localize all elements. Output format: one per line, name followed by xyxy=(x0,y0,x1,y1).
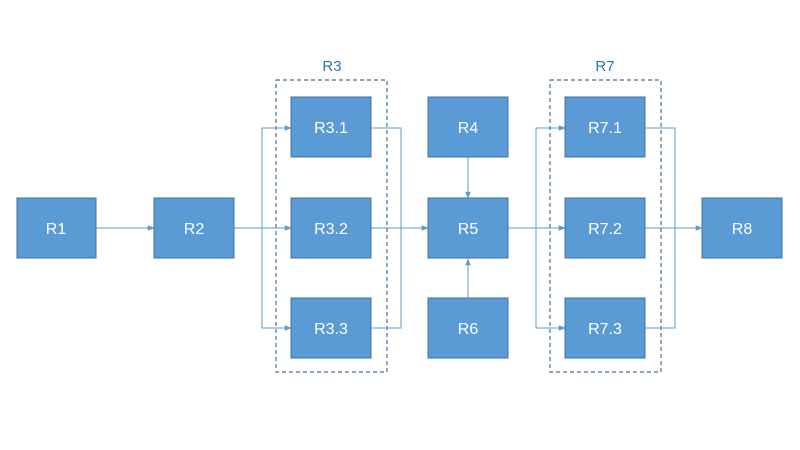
edge-r7-3-r8 xyxy=(645,228,676,329)
edge-r3-1-r5 xyxy=(371,127,402,228)
node-r7-2: R7.2 xyxy=(564,197,646,259)
node-r6-label: R6 xyxy=(458,321,479,338)
node-r3-3-box xyxy=(290,297,372,359)
node-r8-label: R8 xyxy=(732,221,753,238)
node-r2: R2 xyxy=(153,197,235,259)
group-r7-box xyxy=(549,79,662,373)
node-r6: R6 xyxy=(427,297,509,359)
edge-r3-3-r5 xyxy=(371,228,402,329)
node-r8-box xyxy=(701,197,783,259)
group-r7-label: R7 xyxy=(595,58,614,75)
group-r7: R7 xyxy=(549,58,662,373)
group-r3: R3 xyxy=(275,58,388,373)
node-r7-3: R7.3 xyxy=(564,297,646,359)
node-r4-label: R4 xyxy=(458,120,479,137)
node-r1-box xyxy=(16,197,97,259)
group-r3-box xyxy=(275,79,388,373)
node-r2-box xyxy=(153,197,235,259)
node-r6-box xyxy=(427,297,509,359)
node-r5: R5 xyxy=(427,197,509,259)
node-r7-1: R7.1 xyxy=(564,96,646,158)
node-r3-2: R3.2 xyxy=(290,197,372,259)
node-r7-2-label: R7.2 xyxy=(588,221,622,238)
node-r1-label: R1 xyxy=(46,221,67,238)
node-r3-1-box xyxy=(290,96,372,158)
edge-r5-r7-1 xyxy=(535,125,566,228)
node-r3-3: R3.3 xyxy=(290,297,372,359)
node-r3-2-box xyxy=(290,197,372,259)
node-r7-1-box xyxy=(564,96,646,158)
edge-r2-r3-3 xyxy=(261,228,292,331)
node-r5-label: R5 xyxy=(458,221,479,238)
node-r3-1: R3.1 xyxy=(290,96,372,158)
edge-r5-r7-3 xyxy=(535,228,566,331)
node-r7-2-box xyxy=(564,197,646,259)
node-r4-box xyxy=(427,96,509,158)
node-r7-1-label: R7.1 xyxy=(588,120,622,137)
node-r3-3-label: R3.3 xyxy=(314,321,348,338)
connectors xyxy=(96,125,703,331)
node-r2-label: R2 xyxy=(184,221,205,238)
node-r3-1-label: R3.1 xyxy=(314,120,348,137)
node-r7-3-box xyxy=(564,297,646,359)
node-r4: R4 xyxy=(427,96,509,158)
edge-r7-1-r8 xyxy=(645,127,676,228)
node-r1: R1 xyxy=(16,197,97,259)
group-r3-label: R3 xyxy=(322,58,341,75)
node-r5-box xyxy=(427,197,509,259)
node-r7-3-label: R7.3 xyxy=(588,321,622,338)
node-r3-2-label: R3.2 xyxy=(314,221,348,238)
edge-r2-r3-1 xyxy=(261,125,292,228)
node-r8: R8 xyxy=(701,197,783,259)
